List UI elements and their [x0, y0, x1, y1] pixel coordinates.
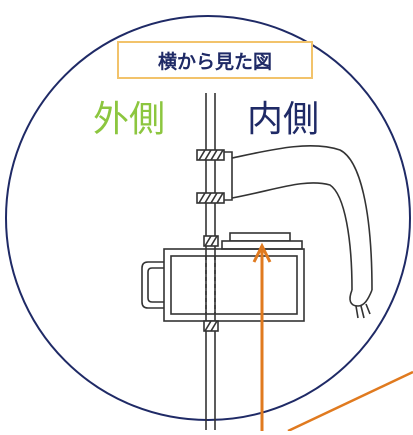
connector-line [287, 370, 413, 433]
orange-arrow [252, 242, 272, 431]
main-box [163, 248, 305, 322]
inside-label: 内側 [247, 99, 320, 140]
curved-arm [231, 145, 373, 319]
outside-label: 外側 [93, 99, 166, 140]
view-title: 横から見た図 [117, 41, 313, 79]
box-handle [141, 261, 164, 309]
upper-clamp [196, 149, 233, 204]
vertical-pole [205, 93, 216, 430]
magnifier-circle [5, 15, 411, 421]
middle-collar [203, 235, 219, 247]
lower-collar [203, 320, 219, 332]
